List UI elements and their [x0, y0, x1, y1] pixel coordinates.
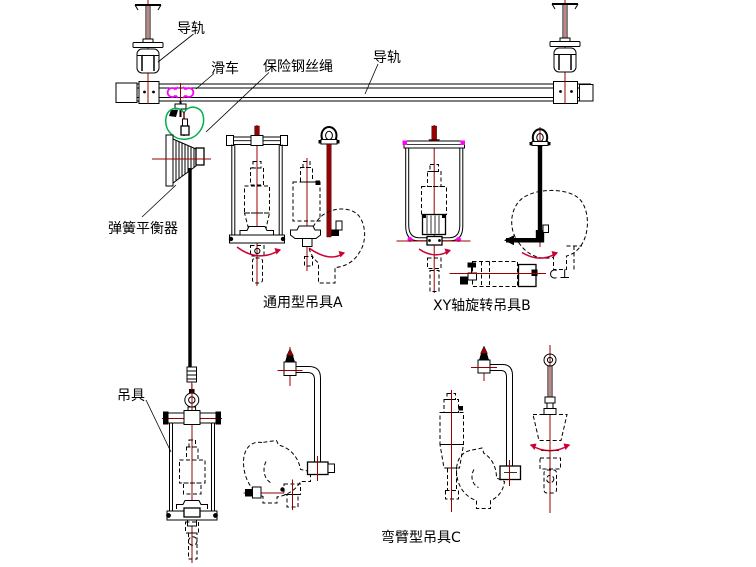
- leader-lines: [141, 33, 379, 453]
- tool-a-side-view: [290, 126, 366, 284]
- left-rail-hanger: [132, 0, 164, 104]
- tool-b-side-view: [449, 127, 588, 288]
- tool-c-view-2: [439, 345, 522, 512]
- tool-a-front-view: [226, 125, 288, 286]
- label-safety-wire-rope: 保险钢丝绳: [263, 59, 333, 75]
- label-tool-c: 弯臂型吊具C: [381, 529, 461, 546]
- hanger-tool-drawing: [162, 366, 222, 563]
- tool-b-front-view: [396, 125, 471, 293]
- trolley-marker: [166, 83, 195, 117]
- tool-c-view-1: [242, 347, 335, 510]
- safety-rope-loop: [165, 106, 205, 140]
- suspension-wire: [188, 168, 192, 368]
- spring-balancer-drawing: [152, 134, 211, 187]
- label-trolley: 滑车: [211, 60, 239, 77]
- label-hanger: 吊具: [117, 388, 145, 404]
- tool-c-view-3: [530, 345, 570, 513]
- right-rail-hanger: [549, 0, 581, 104]
- label-spring-balancer: 弹簧平衡器: [108, 221, 178, 237]
- rail: [115, 81, 594, 104]
- label-rail-right: 导轨: [373, 50, 401, 66]
- label-rail-left: 导轨: [177, 21, 205, 37]
- label-tool-b: XY轴旋转吊具B: [433, 298, 531, 314]
- label-tool-a: 通用型吊具A: [263, 295, 343, 311]
